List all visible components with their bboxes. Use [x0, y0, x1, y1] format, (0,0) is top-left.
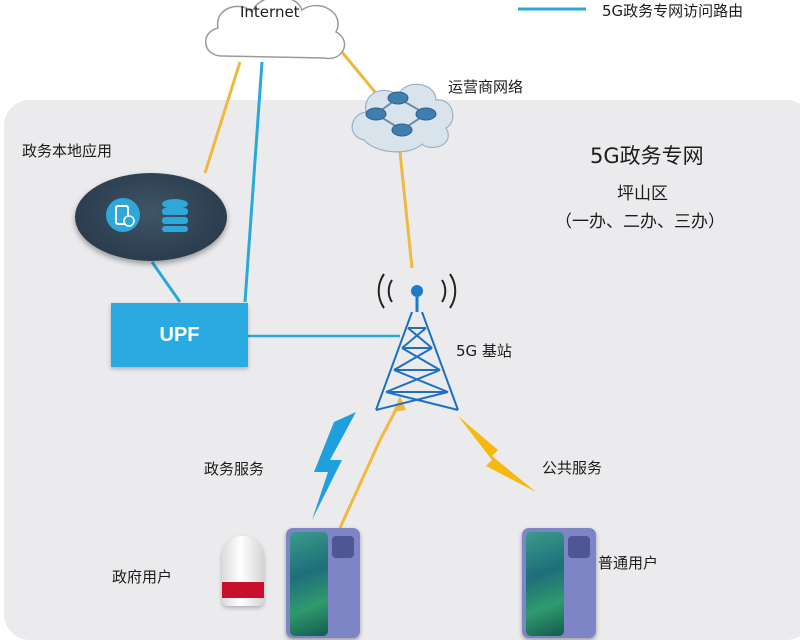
- network-diagram: 5G政务专网访问路由 Internet 运营商网络 5G政务专网 坪山区 （一办…: [4, 0, 800, 640]
- normal-user-label: 普通用户: [598, 554, 659, 572]
- speaker-icon: [222, 536, 264, 606]
- internet-label: Internet: [240, 3, 300, 21]
- route-internet-localapp: [203, 61, 242, 174]
- legend-label: 5G政务专网访问路由: [602, 2, 744, 20]
- legend-line: [518, 7, 586, 11]
- app-icon: [106, 198, 140, 232]
- phone-icon: [286, 528, 360, 638]
- phone-icon: [522, 528, 596, 638]
- local-app-label: 政务本地应用: [22, 142, 113, 160]
- router-icon: [365, 91, 437, 137]
- offices-label: （一办、二办、三办）: [555, 212, 725, 232]
- lightning-icon: [458, 416, 536, 492]
- carrier-cloud-icon: [351, 83, 454, 153]
- private-network-title: 5G政务专网: [590, 144, 704, 168]
- antenna-tower-icon: [375, 273, 459, 411]
- route-carrier-basestation: [398, 151, 414, 269]
- cloud-icon: [205, 0, 346, 60]
- route-phone-basestation: [338, 401, 402, 529]
- lightning-icon: [312, 412, 356, 520]
- local-app-node: [75, 173, 227, 261]
- route-internet-upf: [243, 61, 264, 303]
- base-station-label: 5G 基站: [456, 342, 512, 360]
- gov-user-label: 政府用户: [112, 568, 173, 586]
- upf-box: UPF: [111, 303, 248, 367]
- district-label: 坪山区: [617, 184, 668, 204]
- database-icon: [162, 199, 188, 232]
- carrier-network-label: 运营商网络: [448, 78, 524, 96]
- gov-service-label: 政务服务: [204, 460, 265, 478]
- public-service-label: 公共服务: [542, 459, 603, 477]
- route-localapp-upf: [150, 261, 182, 303]
